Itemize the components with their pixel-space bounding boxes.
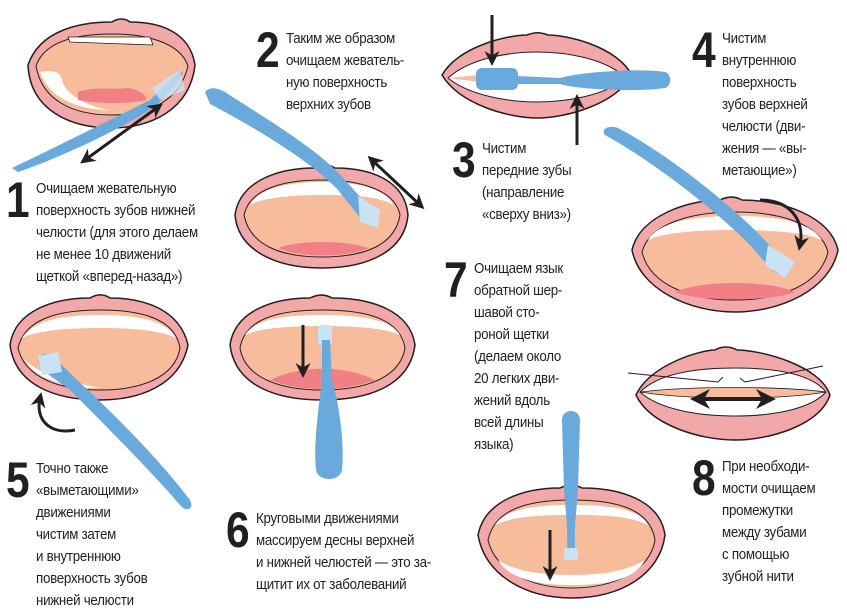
step-number: 1 [6,172,30,228]
mouth-step-5 [9,294,189,401]
step-number: 2 [256,22,280,78]
toothbrush-step-7 [562,411,580,560]
toothbrush-step-1 [12,70,185,172]
step-text: Круговыми движениями массируем десны вер… [255,511,431,593]
toothbrush-step-5 [38,352,192,510]
step-number: 3 [452,132,476,188]
toothbrush-step-2 [205,88,380,228]
step-number: 7 [444,252,468,308]
curved-arrow-icon [759,198,810,251]
step-text: Таким же образом очищаем жеватель- ную п… [285,31,404,113]
mouth-step-8 [635,346,831,441]
mouth-step-2 [234,164,409,269]
step-8: 8 При необходи- мости очищаем промежутки… [692,450,823,588]
step-2: 2 Таким же образом очищаем жеватель- ную… [256,22,414,116]
step-7: 7 Очищаем язык обратной шер- шавой сто- … [444,252,570,456]
step-text: Очищаем язык обратной шер- шавой сто- ро… [473,261,563,453]
step-number: 8 [692,450,716,506]
step-4: 4 Чистим внутреннюю поверхность зубов ве… [692,22,815,182]
double-arrow-icon [80,103,163,164]
step-1: 1 Очищаем жевательную поверхность зубов … [6,172,212,288]
step-text: Чистим передние зубы (направление «сверх… [481,141,572,223]
double-arrow-icon [367,155,425,210]
toothbrush-step-3 [476,68,671,91]
step-number: 4 [692,22,716,78]
toothbrush-step-6 [315,325,343,479]
mouth-step-7 [477,484,666,599]
dental-floss-icon [627,365,824,383]
toothbrush-step-4 [603,126,795,278]
curved-arrow-icon [30,392,76,433]
step-text: При необходи- мости очищаем промежутки м… [721,459,816,585]
step-3: 3 Чистим передние зубы (направление «све… [452,132,579,226]
mouth-step-4 [631,196,839,313]
step-5: 5 Точно также «выметающими» движениями ч… [6,452,157,612]
step-6: 6 Круговыми движениями массируем десны в… [226,502,446,596]
step-text: Очищаем жевательную поверхность зубов ни… [35,181,198,285]
step-number: 6 [226,502,250,558]
step-number: 5 [6,452,30,508]
step-text: Точно также «выметающими» движениями чис… [35,461,148,609]
mouth-step-1 [27,18,196,129]
step-text: Чистим внутреннюю поверхность зубов верх… [721,31,808,179]
